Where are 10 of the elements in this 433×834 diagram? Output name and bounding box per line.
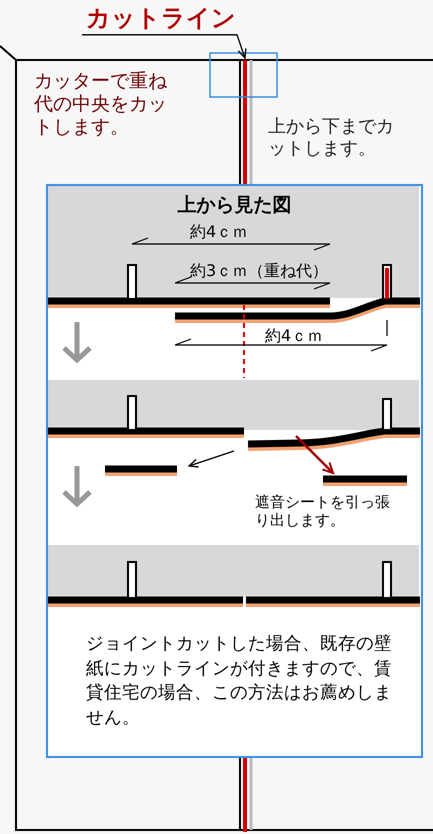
dimension-label: 約3ｃｍ（重ね代） <box>190 261 328 280</box>
dimension-label: 約4ｃｍ <box>190 222 248 242</box>
callout-label: カットライン <box>86 4 236 33</box>
panel-heading: 上から見た図 <box>176 194 292 217</box>
dimension-label: 約4ｃｍ <box>265 326 324 346</box>
leader-line <box>82 34 246 59</box>
instruction-text: 上から下までカットします。 <box>268 116 395 160</box>
instruction-text: 遮音シートを引っ張り出します。 <box>255 493 391 529</box>
instruction-text: カッターで重ね代の中央をカットします。 <box>34 70 168 138</box>
note-text: ジョイントカットした場合、既存の壁紙にカットラインが付きますので、賃貸住宅の場合、この方法はお薦めしません。 <box>86 633 393 730</box>
